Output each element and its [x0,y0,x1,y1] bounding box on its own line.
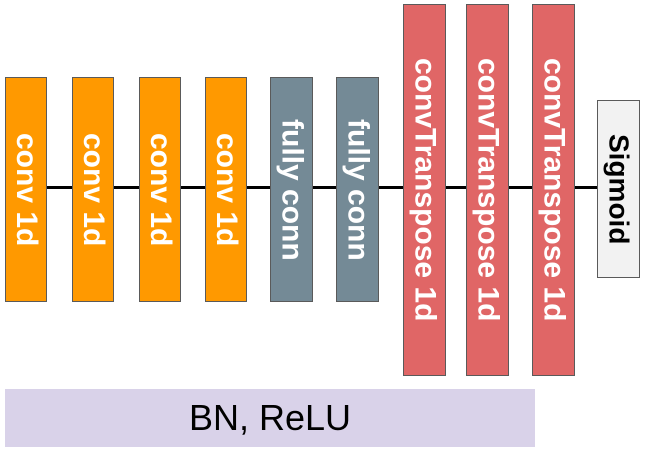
block-label: convTranspose 1d [408,58,442,322]
block-label: convTranspose 1d [537,58,571,322]
connector-line [40,186,620,189]
block-label: conv 1d [210,132,243,247]
block-label: convTranspose 1d [471,58,505,322]
fully-conn-block-2: fully conn [336,77,379,302]
conv-transpose-block-2: convTranspose 1d [466,4,509,376]
conv-transpose-block-1: convTranspose 1d [403,4,446,376]
block-label: conv 1d [10,132,43,247]
bn-relu-bar: BN, ReLU [5,389,535,447]
block-label: fully conn [341,118,375,261]
conv-transpose-block-3: convTranspose 1d [532,4,575,376]
conv1d-block-2: conv 1d [72,77,114,302]
bn-relu-label: BN, ReLU [188,397,352,438]
block-label: conv 1d [144,132,177,247]
fully-conn-block-1: fully conn [270,77,313,302]
conv1d-block-3: conv 1d [139,77,181,302]
block-label: fully conn [275,118,309,261]
conv1d-block-4: conv 1d [205,77,247,302]
block-label: Sigmoid [603,133,635,245]
sigmoid-block: Sigmoid [597,100,640,278]
conv1d-block-1: conv 1d [5,77,47,302]
block-label: conv 1d [77,132,110,247]
